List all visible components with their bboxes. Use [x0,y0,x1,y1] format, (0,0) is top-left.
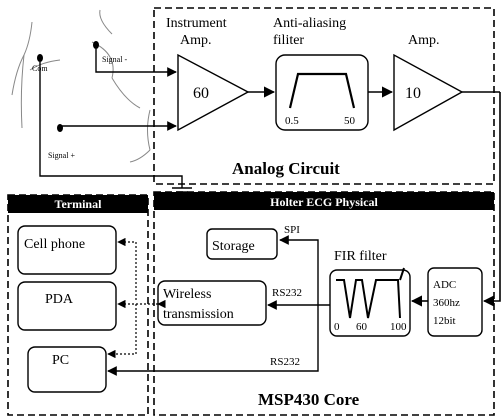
analog-section-title: Analog Circuit [232,159,340,178]
rs232-bottom-label: RS232 [270,356,300,368]
cell-phone-box [17,225,117,275]
fir-tick-0: 0 [334,321,340,333]
adc-line1: ADC [433,279,456,291]
fir-filter-box [329,269,411,337]
electrode-signal-plus: Signal + [48,124,75,160]
adc-line2: 360hz [433,297,460,309]
aa-filter-label-line2: filiter [273,33,304,48]
fir-tick-60: 60 [356,321,368,333]
instrument-amp-gain: 60 [193,85,209,102]
amp-gain: 10 [405,85,421,102]
pc-box [27,346,107,393]
wire-signal-plus [59,121,177,131]
torso-sketch [11,9,151,163]
wire-analog-to-adc [482,92,501,307]
spi-label: SPI [284,224,300,236]
pda-label: PDA [45,292,74,307]
pc-label: PC [52,353,69,368]
wireless-link-pc [107,304,137,359]
electrode-signal-minus-label: Signal - [102,55,127,64]
fir-filter-response-icon [336,267,405,319]
wire-com [39,62,183,188]
terminal-header-bar [8,195,148,213]
instrument-amp-label-line2: Amp. [180,33,212,48]
aa-filter-label-line1: Anti-aliasing [273,16,346,31]
aa-filter-passband-icon [288,72,356,109]
amp-triangle [393,53,464,132]
wire-core-to-pc [107,300,319,376]
aa-filter-high: 50 [344,115,356,127]
holter-header: Holter ECG Physical [270,195,378,209]
storage-label: Storage [212,239,255,254]
electrode-signal-plus-label: Signal + [48,151,75,160]
wireless-link-cell-phone [117,237,137,300]
analog-section-border [153,7,495,185]
instrument-amp-triangle [177,53,250,132]
core-section-title: MSP430 Core [258,390,360,409]
fir-filter-label: FIR filter [334,249,387,264]
aa-filter-low: 0.5 [285,115,299,127]
electrode-signal-minus: Signal - [93,41,127,64]
wire-signal-minus [95,49,177,77]
rs232-top-label: RS232 [272,287,302,299]
storage-box [206,228,278,260]
adc-box [427,267,483,337]
terminal-header: Terminal [55,197,103,211]
wireless-label-line2: transmission [163,307,234,322]
fir-tick-100: 100 [390,321,407,333]
adc-line3: 12bit [433,315,456,327]
wire-spi-to-storage [279,235,319,300]
pda-box [17,281,117,331]
wireless-label-line1: Wireless [163,287,211,302]
instrument-amp-label-line1: Instrument [166,16,227,31]
cell-phone-label: Cell phone [24,237,85,252]
amp-label: Amp. [408,33,440,48]
holter-header-bar [154,192,494,210]
